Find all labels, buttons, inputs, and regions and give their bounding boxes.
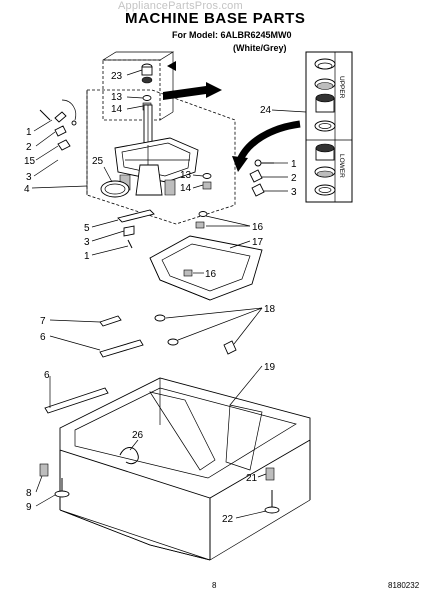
page-number: 8 (212, 581, 217, 590)
watermark-text: AppliancePartsPros.com (118, 0, 243, 12)
callout-2: 2 (26, 142, 32, 153)
callout-13-right: 13 (180, 170, 192, 181)
callout-14: 14 (111, 104, 123, 115)
callout-26: 26 (132, 430, 144, 441)
callout-5: 5 (84, 223, 90, 234)
hub-bracket (149, 211, 263, 301)
callout-9: 9 (26, 502, 32, 513)
callout-25: 25 (92, 156, 104, 167)
callout-15: 15 (24, 156, 36, 167)
direction-arrow-top (163, 82, 222, 100)
document-code: 8180232 (388, 581, 420, 590)
upper-kit-label: UPPER (338, 76, 345, 99)
callout-16-top: 16 (252, 222, 264, 233)
callout-3: 3 (26, 172, 32, 183)
callout-14-right: 14 (180, 183, 192, 194)
right-small-parts (249, 159, 274, 197)
leveling-feet (39, 463, 280, 514)
callout-2-right: 2 (291, 173, 297, 184)
callout-19: 19 (264, 362, 276, 373)
page-title: MACHINE BASE PARTS (125, 10, 306, 27)
drive-assembly-box (86, 89, 236, 225)
color-variant: (White/Grey) (233, 43, 287, 53)
callout-24: 24 (260, 105, 272, 116)
callout-23: 23 (111, 71, 123, 82)
callout-8: 8 (26, 488, 32, 499)
leader-lines (31, 69, 307, 519)
callout-numbers: 23 13 14 1 2 15 3 25 4 13 14 1 2 3 24 5 … (24, 71, 297, 525)
rail-parts (44, 314, 237, 414)
direction-arrow-curved (232, 120, 301, 172)
callout-13: 13 (111, 92, 123, 103)
callout-7: 7 (40, 316, 46, 327)
top-parts-box (101, 51, 176, 121)
callout-17: 17 (252, 237, 264, 248)
callout-4: 4 (24, 184, 30, 195)
callout-1: 1 (26, 127, 32, 138)
callout-16-bottom: 16 (205, 269, 217, 280)
bearing-kit-box: UPPER LOWER (305, 51, 353, 203)
machine-base-frame (59, 377, 311, 561)
model-number: For Model: 6ALBR6245MW0 (172, 30, 292, 40)
callout-18: 18 (264, 304, 276, 315)
callout-22: 22 (222, 514, 234, 525)
callout-6-upper: 6 (40, 332, 46, 343)
bracket-parts-left (117, 209, 155, 249)
callout-3-mid: 3 (84, 237, 90, 248)
lower-kit-label: LOWER (338, 154, 345, 178)
callout-21: 21 (246, 473, 258, 484)
callout-1-right: 1 (291, 159, 297, 170)
left-small-parts (39, 99, 77, 151)
callout-3-right: 3 (291, 187, 297, 198)
callout-6-lower: 6 (44, 370, 50, 381)
callout-1-mid: 1 (84, 251, 90, 262)
